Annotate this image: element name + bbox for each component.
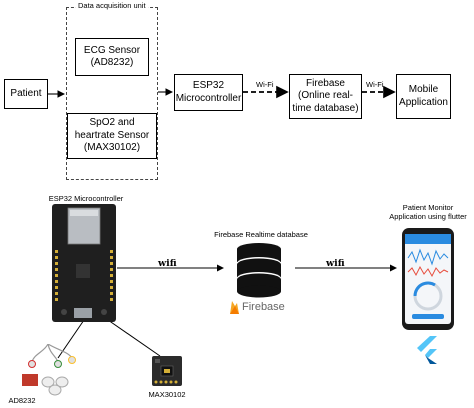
ad8232-caption: AD8232	[8, 396, 36, 405]
wifi-label-1: Wi-Fi	[256, 80, 274, 89]
phone-app-icon	[402, 228, 454, 330]
wifi-label-2: Wi-Fi	[366, 80, 384, 89]
esp32-box: ESP32 Microcontroller	[174, 74, 243, 111]
flutter-logo-icon	[417, 336, 437, 364]
database-icon	[237, 243, 281, 298]
firebase-box: Firebase (Online real- time database)	[289, 74, 362, 119]
wire-board-to-max30102	[107, 319, 161, 357]
firebase-logo-text: Firebase	[242, 301, 285, 313]
max30102-caption: MAX30102	[148, 390, 186, 399]
wifi-illustration-label-1: wifi	[158, 258, 177, 269]
spo2-sensor-box: SpO2 and heartrate Sensor (MAX30102)	[67, 113, 157, 159]
ad8232-sensor-icon	[22, 344, 76, 396]
data-acquisition-unit-label: Data acquisition unit	[76, 1, 148, 10]
esp32-board-icon	[52, 204, 116, 322]
esp32-illustration-caption: ESP32 Microcontroller	[48, 194, 124, 203]
phone-illustration-caption: Patient Monitor Application using flutte…	[389, 203, 467, 221]
wifi-illustration-label-2: wifi	[326, 258, 345, 269]
patient-box: Patient	[4, 79, 48, 109]
ecg-sensor-box: ECG Sensor (AD8232)	[75, 38, 149, 76]
max30102-sensor-icon	[152, 356, 182, 386]
firebase-illustration-caption: Firebase Realtime database	[214, 230, 308, 239]
firebase-flame-icon	[230, 301, 239, 314]
mobile-app-box: Mobile Application	[396, 74, 451, 119]
